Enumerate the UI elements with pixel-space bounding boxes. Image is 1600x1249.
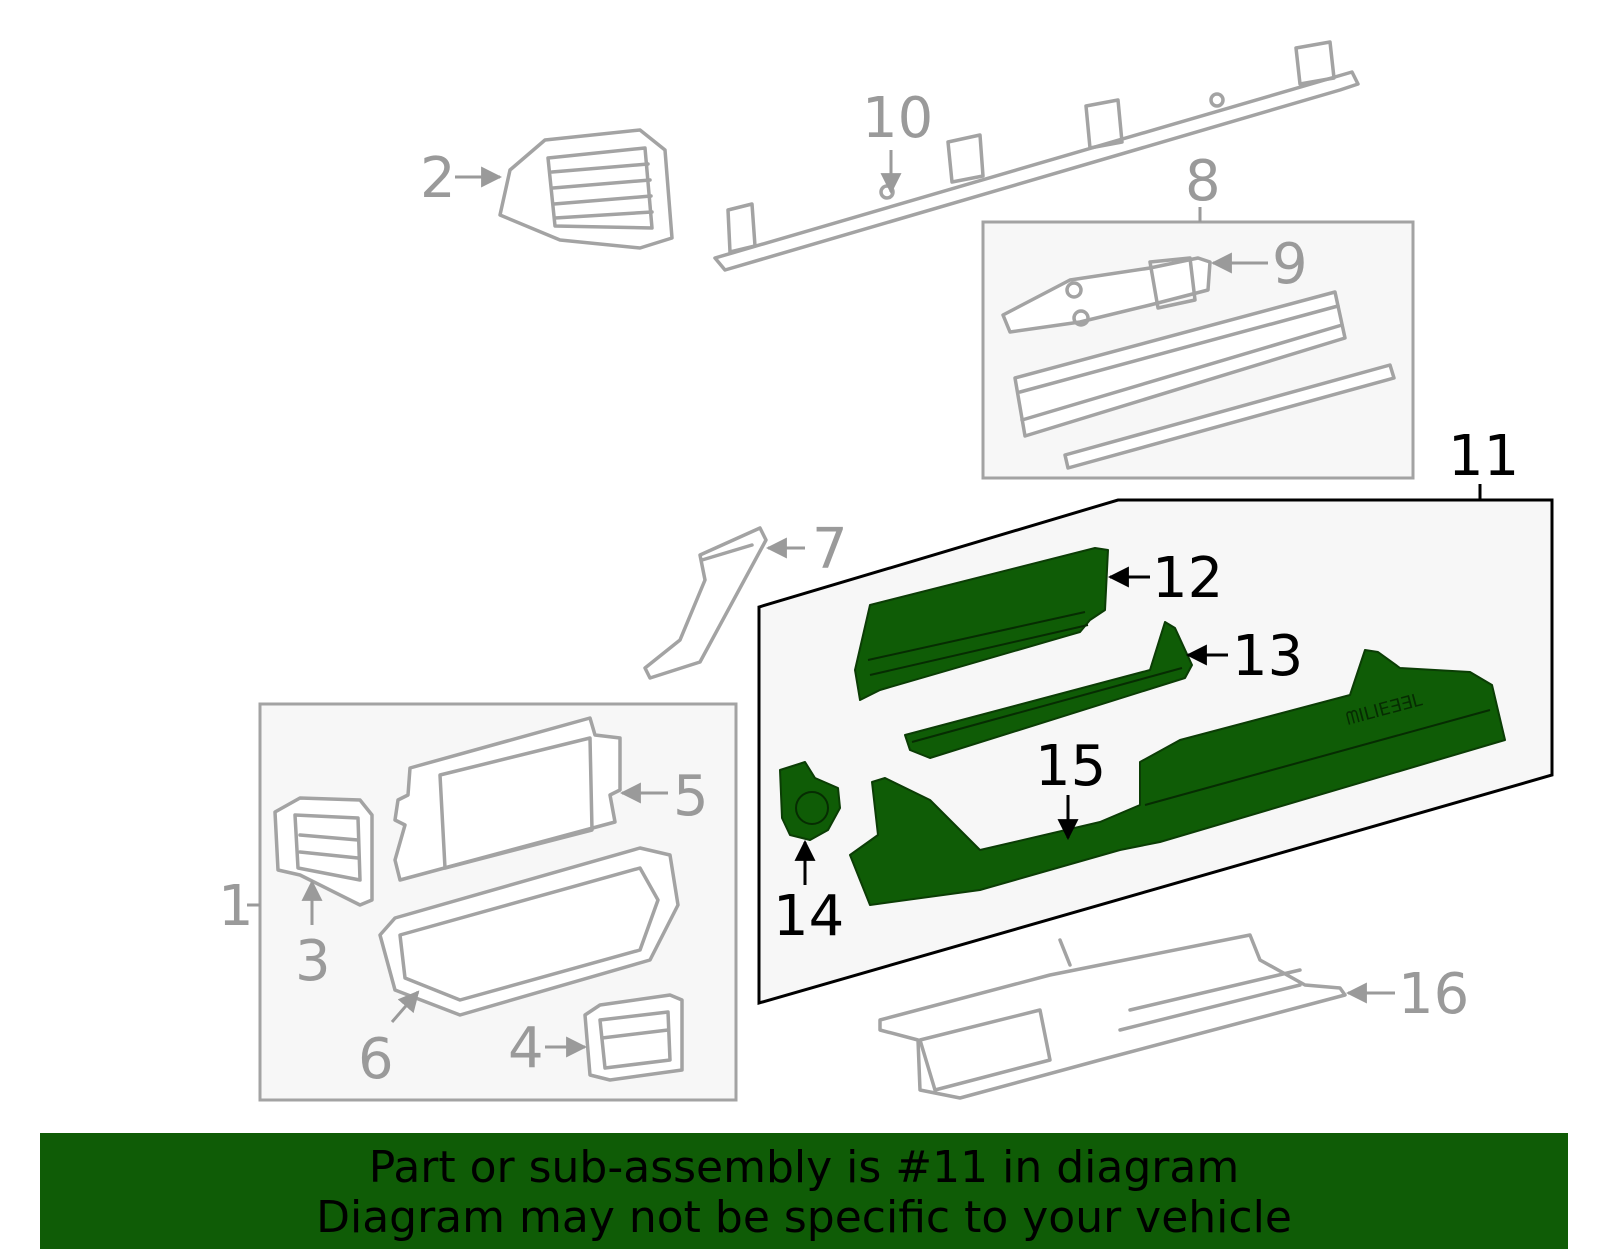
- part-7-trim: [643, 526, 768, 680]
- part-16-lower-panel: [878, 933, 1347, 1100]
- callout-11: 11: [1448, 424, 1519, 489]
- part-8-beam: [1013, 290, 1396, 470]
- part-2-air-vent: [498, 128, 674, 250]
- info-banner: Part or sub-assembly is #11 in diagram D…: [40, 1133, 1568, 1249]
- callout-4: 4: [508, 1016, 544, 1081]
- callout-15: 15: [1035, 734, 1106, 799]
- banner-line-1: Part or sub-assembly is #11 in diagram: [368, 1142, 1240, 1193]
- part-14-knob: [779, 761, 841, 841]
- callout-8: 8: [1185, 149, 1221, 214]
- part-12-vent-panel: [854, 547, 1109, 701]
- callout-2: 2: [420, 146, 456, 211]
- callout-12: 12: [1152, 546, 1223, 611]
- callout-13: 13: [1232, 624, 1303, 689]
- callout-9: 9: [1272, 232, 1308, 297]
- part-4-vent: [583, 993, 684, 1082]
- callout-6: 6: [358, 1027, 394, 1092]
- part-10-retainer: [713, 40, 1360, 272]
- callout-7: 7: [812, 517, 848, 582]
- banner-line-2: Diagram may not be specific to your vehi…: [316, 1192, 1292, 1243]
- callout-3: 3: [295, 929, 331, 994]
- callout-1: 1: [218, 874, 254, 939]
- part-5-display-bracket: [393, 716, 622, 882]
- callout-14: 14: [773, 884, 844, 949]
- callout-16: 16: [1398, 962, 1469, 1027]
- part-15-dash-panel: ᗰIᒪIE∃∃ᒪ: [849, 649, 1506, 906]
- callout-10: 10: [862, 86, 933, 151]
- part-3-vent: [273, 796, 374, 907]
- part-9-bracket: [1001, 256, 1212, 334]
- callout-5: 5: [673, 764, 709, 829]
